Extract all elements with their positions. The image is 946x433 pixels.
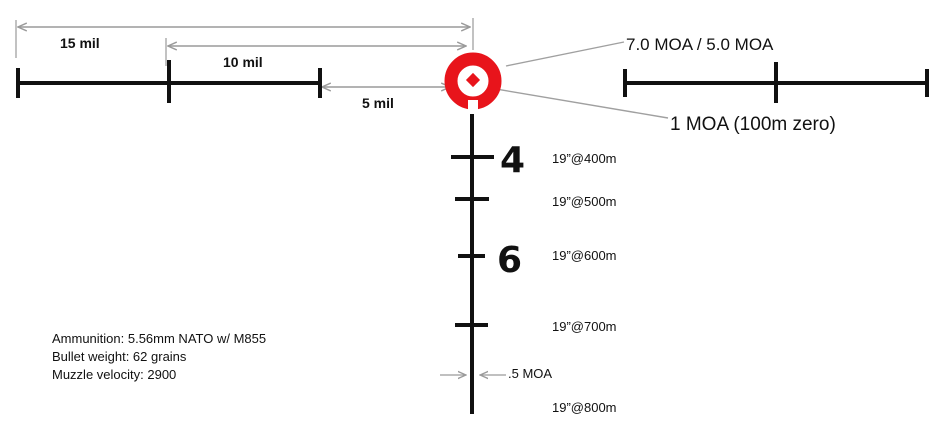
stadia-lines bbox=[451, 155, 494, 327]
target-label-400m: 19”@400m bbox=[552, 151, 617, 166]
target-label-500m: 19”@500m bbox=[552, 194, 617, 209]
spec-muzzle-velocity: Muzzle velocity: 2900 bbox=[52, 367, 177, 382]
target-label-800m: 19”@800m bbox=[552, 400, 617, 415]
left-horizontal-bar bbox=[16, 60, 322, 103]
stadia-number-6: 6 bbox=[497, 240, 522, 281]
stadia-number-4: 4 bbox=[500, 140, 525, 181]
center-dot bbox=[465, 72, 481, 88]
spec-bullet-weight: Bullet weight: 62 grains bbox=[52, 349, 187, 364]
dimension-arrows bbox=[18, 27, 470, 87]
dimension-extension-lines bbox=[15, 18, 474, 66]
label-line-width: .5 MOA bbox=[508, 366, 552, 381]
ammo-specs: Ammunition: 5.56mm NATO w/ M855 Bullet w… bbox=[52, 330, 266, 384]
callout-leaders bbox=[489, 41, 669, 119]
label-10-mil: 10 mil bbox=[223, 54, 263, 70]
red-ring bbox=[444, 52, 502, 114]
label-5-mil: 5 mil bbox=[362, 95, 394, 111]
label-dot-moa: 1 MOA (100m zero) bbox=[670, 114, 836, 135]
right-horizontal-bar bbox=[623, 62, 929, 103]
target-label-700m: 19”@700m bbox=[552, 319, 617, 334]
target-label-600m: 19”@600m bbox=[552, 248, 617, 263]
label-15-mil: 15 mil bbox=[60, 35, 100, 51]
label-ring-moa: 7.0 MOA / 5.0 MOA bbox=[626, 35, 774, 54]
spec-ammunition: Ammunition: 5.56mm NATO w/ M855 bbox=[52, 331, 267, 346]
